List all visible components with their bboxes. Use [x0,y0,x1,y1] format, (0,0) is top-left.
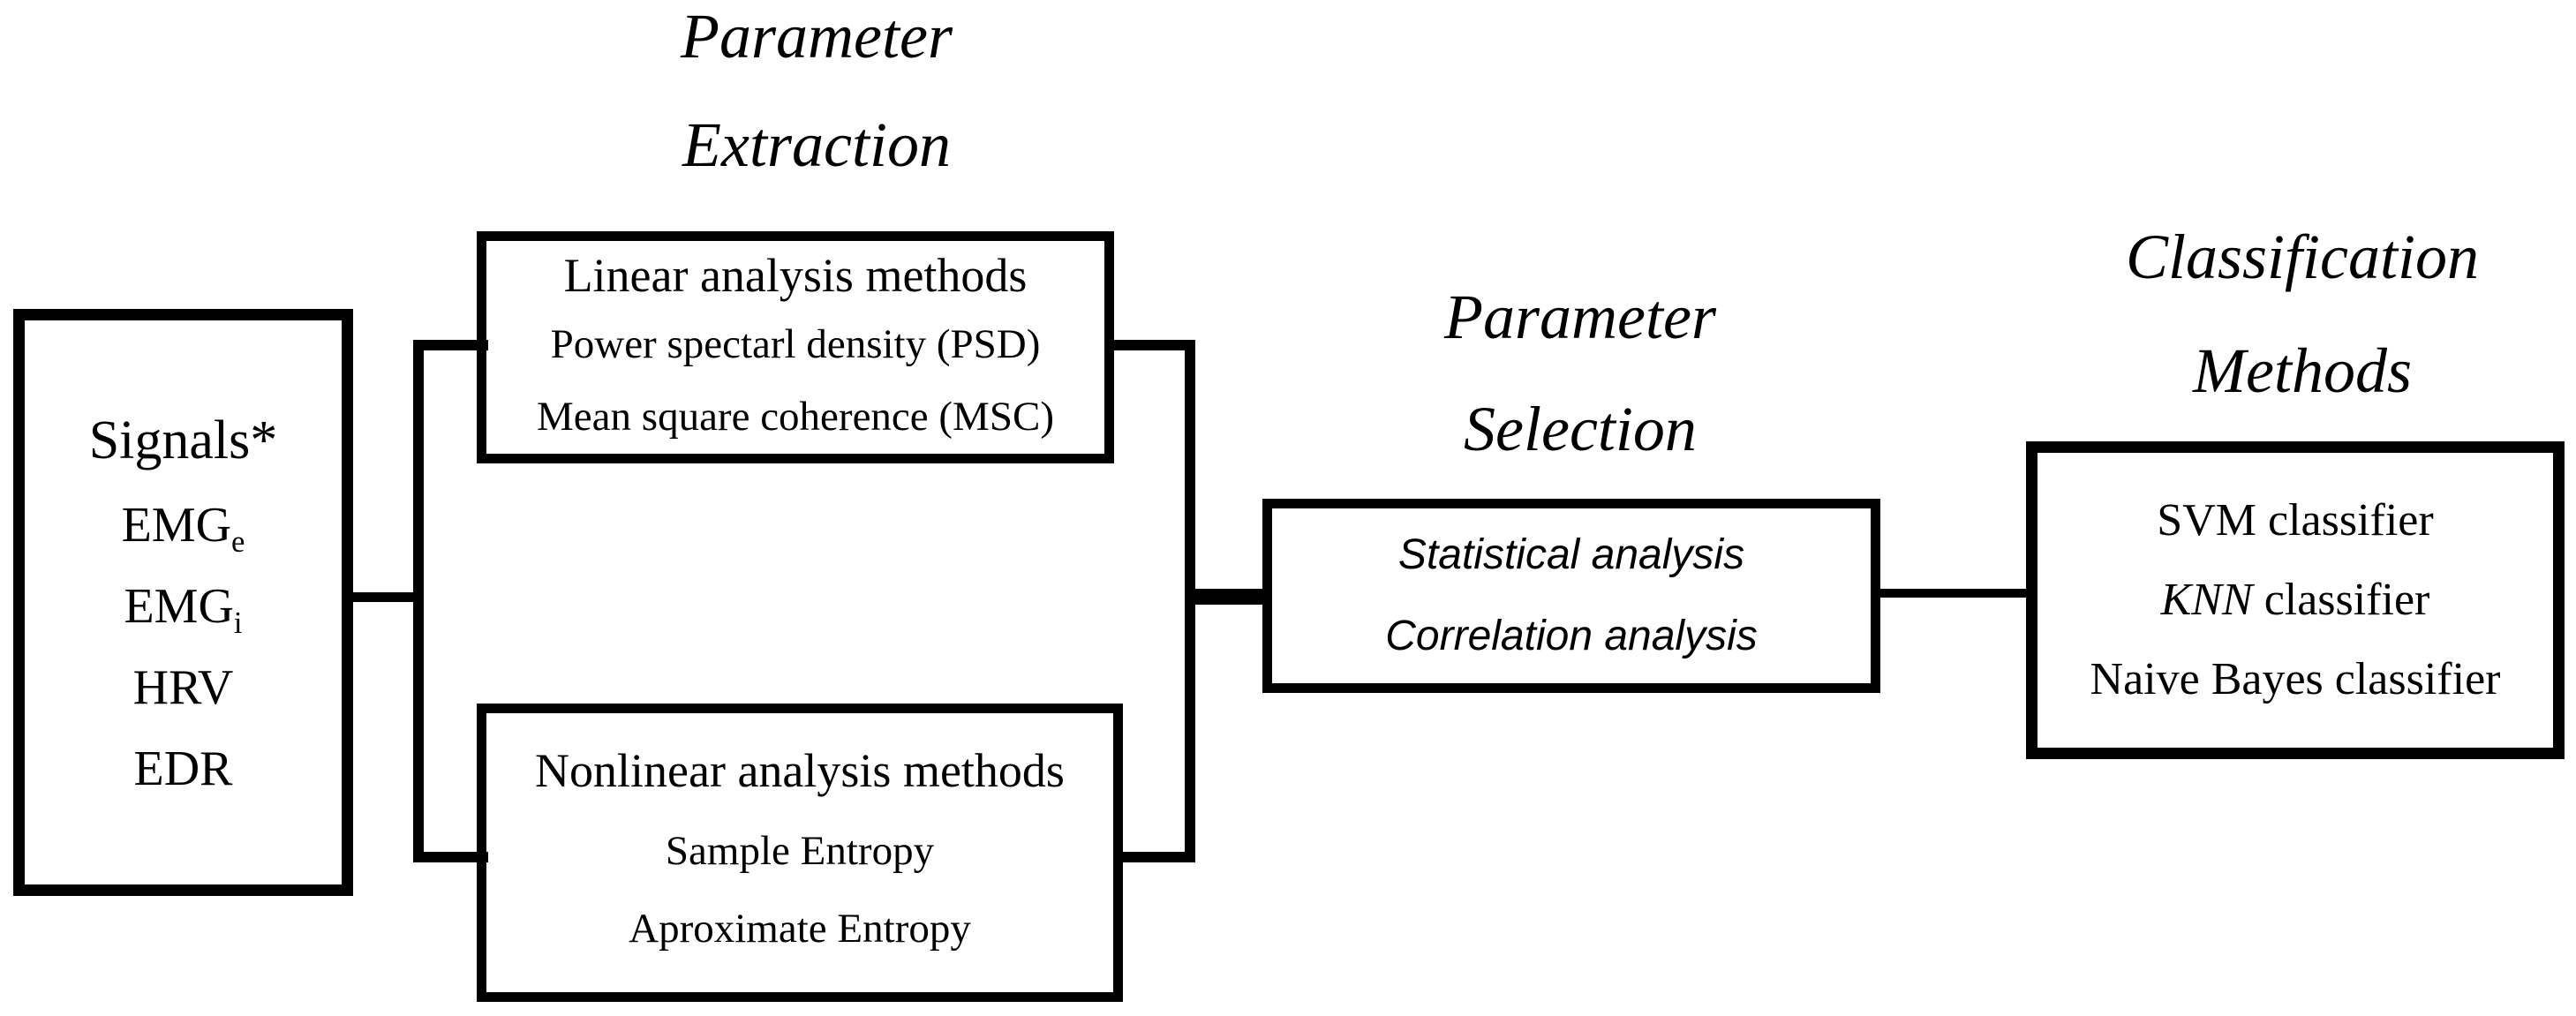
selection-method-statistical: Statistical analysis [1397,531,1745,578]
signal-label: HRV [132,659,234,715]
signal-label: EMG [124,578,234,634]
nonlinear-method-approximate-entropy: Aproximate Entropy [629,906,971,952]
linear-method-psd: Power spectarl density (PSD) [550,320,1041,367]
signal-item-edr: EDR [134,728,233,809]
classifier-item-naive-bayes: Naive Bayes classifier [2090,640,2501,719]
title-line: Parameter [681,1,953,71]
classifier-item-knn: KNN classifier [2161,561,2430,640]
signals-box: Signals* EMGe EMGi HRV EDR [13,309,353,896]
linear-method-msc: Mean square coherence (MSC) [537,393,1054,440]
title-line: Classification [2125,222,2480,292]
connector-bracket-to-nonlinear [413,852,488,862]
signal-label: EDR [133,741,233,796]
classifier-text: SVM classifier [2157,495,2434,546]
signal-label: EMG [121,497,232,553]
classification-methods-title: Classification Methods [2037,200,2567,428]
classifier-item-svm: SVM classifier [2157,481,2433,561]
classifier-em: KNN [2160,575,2253,625]
classification-methods-box: SVM classifier KNN classifier Naive Baye… [2026,441,2565,759]
signal-item-emgi: EMGi [124,566,242,647]
signal-item-hrv: HRV [133,647,234,728]
classifier-text: Naive Bayes classifier [2090,654,2501,704]
connector-selection-to-classifier [1877,589,2030,598]
title-line: Parameter [1444,282,1716,352]
connector-bracket-to-selection [1190,589,1266,605]
signal-subscript: i [233,605,243,640]
signal-subscript: e [231,523,245,559]
connector-left-bracket-vertical [413,340,424,862]
selection-method-correlation: Correlation analysis [1385,613,1758,659]
connector-signals-to-bracket [352,592,424,602]
connector-bracket-to-linear [413,340,488,350]
signals-box-title: Signals* [88,410,278,470]
nonlinear-analysis-box: Nonlinear analysis methods Sample Entrop… [477,704,1123,1002]
parameter-extraction-title: Parameter Extraction [552,0,1081,199]
parameter-selection-title: Parameter Selection [1404,261,1757,485]
parameter-selection-box: Statistical analysis Correlation analysi… [1262,499,1880,693]
linear-box-title: Linear analysis methods [563,248,1028,302]
linear-analysis-box: Linear analysis methods Power spectarl d… [477,231,1114,463]
title-line: Extraction [682,109,951,180]
title-line: Selection [1464,394,1697,464]
nonlinear-method-sample-entropy: Sample Entropy [665,828,935,874]
signal-item-emge: EMGe [122,485,245,566]
connector-linear-to-bracket [1105,340,1195,350]
title-line: Methods [2193,335,2412,406]
classifier-text: classifier [2252,575,2430,625]
nonlinear-box-title: Nonlinear analysis methods [535,744,1065,797]
connector-nonlinear-to-bracket [1114,852,1195,862]
